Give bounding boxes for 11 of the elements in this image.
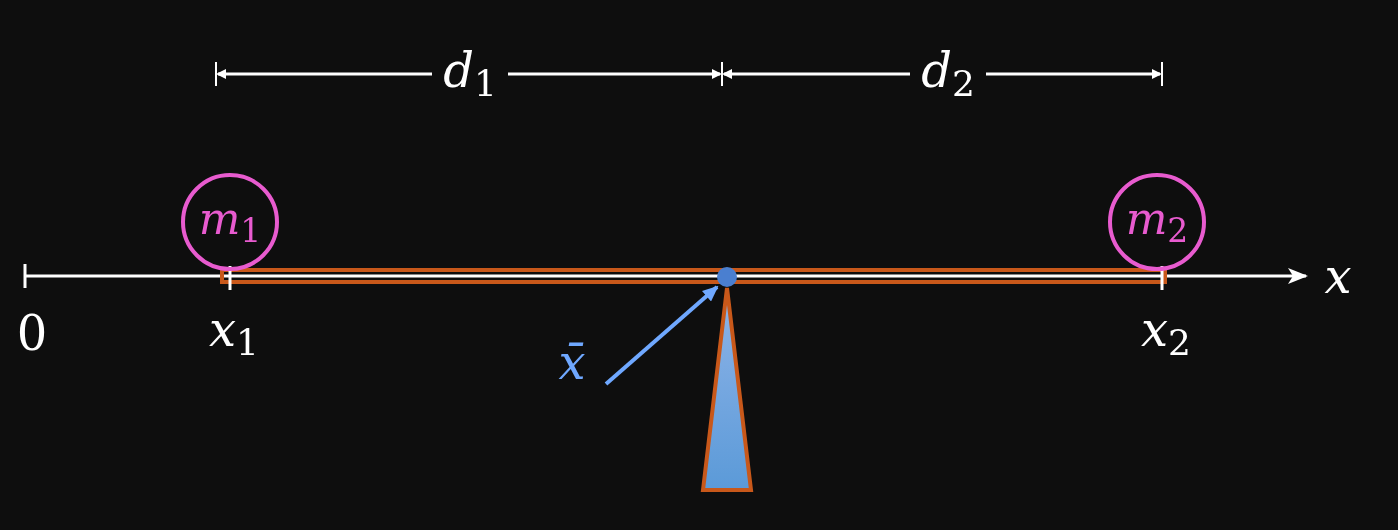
arrow — [604, 285, 719, 386]
position-label: x$_{1}$ — [209, 305, 259, 361]
axis-label: 0 — [16, 309, 48, 357]
dimension-label: d$_{2}$ — [921, 46, 975, 102]
dimension-label: d$_{1}$ — [443, 46, 497, 102]
axis-label: x — [1324, 252, 1352, 300]
centroid-label: x̄ — [558, 338, 586, 386]
mass-circle: m$_{2}$ — [1108, 173, 1206, 271]
mass-circle: m$_{1}$ — [181, 173, 279, 271]
position-label: x$_{2}$ — [1141, 305, 1191, 361]
pivot-dot — [717, 267, 737, 287]
